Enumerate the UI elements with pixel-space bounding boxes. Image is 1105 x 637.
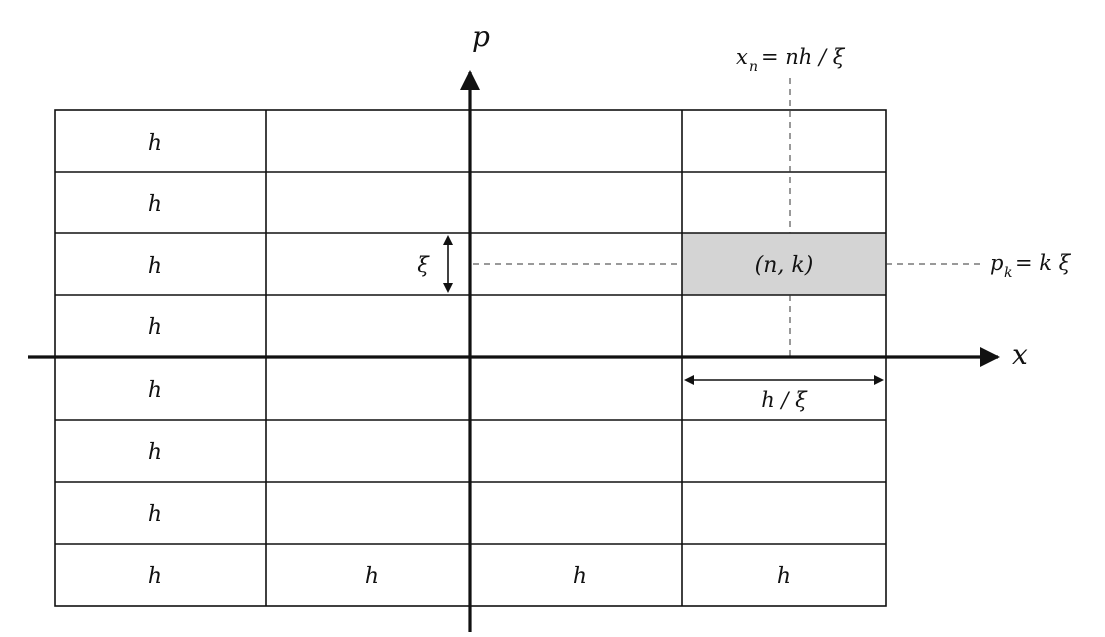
xn-annotation: x n = nh / ξ — [736, 45, 846, 75]
cell-label-h: h — [148, 254, 162, 279]
cell-label-h: h — [148, 378, 162, 403]
cell-label-h: h — [365, 564, 379, 589]
cell-label-h: h — [148, 564, 162, 589]
xn-formula: = nh / ξ — [761, 45, 846, 69]
highlighted-cell-label: (n, k) — [755, 253, 814, 278]
cell-label-h: h — [148, 315, 162, 340]
xi-label: ξ — [417, 253, 430, 277]
x-axis-label: x — [1012, 338, 1028, 371]
pk-subscript: k — [1004, 265, 1012, 281]
cell-label-h: h — [573, 564, 587, 589]
xn-symbol: x — [736, 45, 748, 69]
cell-label-h: h — [777, 564, 791, 589]
cell-label-h: h — [148, 192, 162, 217]
cell-labels: h h h h h h h h h h h — [148, 131, 791, 589]
pk-symbol: p — [990, 251, 1003, 275]
width-label: h / ξ — [761, 388, 808, 412]
xn-subscript: n — [749, 59, 758, 75]
pk-annotation: p k = k ξ — [990, 251, 1072, 281]
dashed-guides — [473, 78, 980, 357]
p-axis-label: p — [472, 20, 490, 53]
cell-label-h: h — [148, 131, 162, 156]
pk-formula: = k ξ — [1015, 251, 1072, 275]
highlighted-cell-n-k — [682, 233, 886, 295]
cell-label-h: h — [148, 502, 162, 527]
cell-label-h: h — [148, 440, 162, 465]
